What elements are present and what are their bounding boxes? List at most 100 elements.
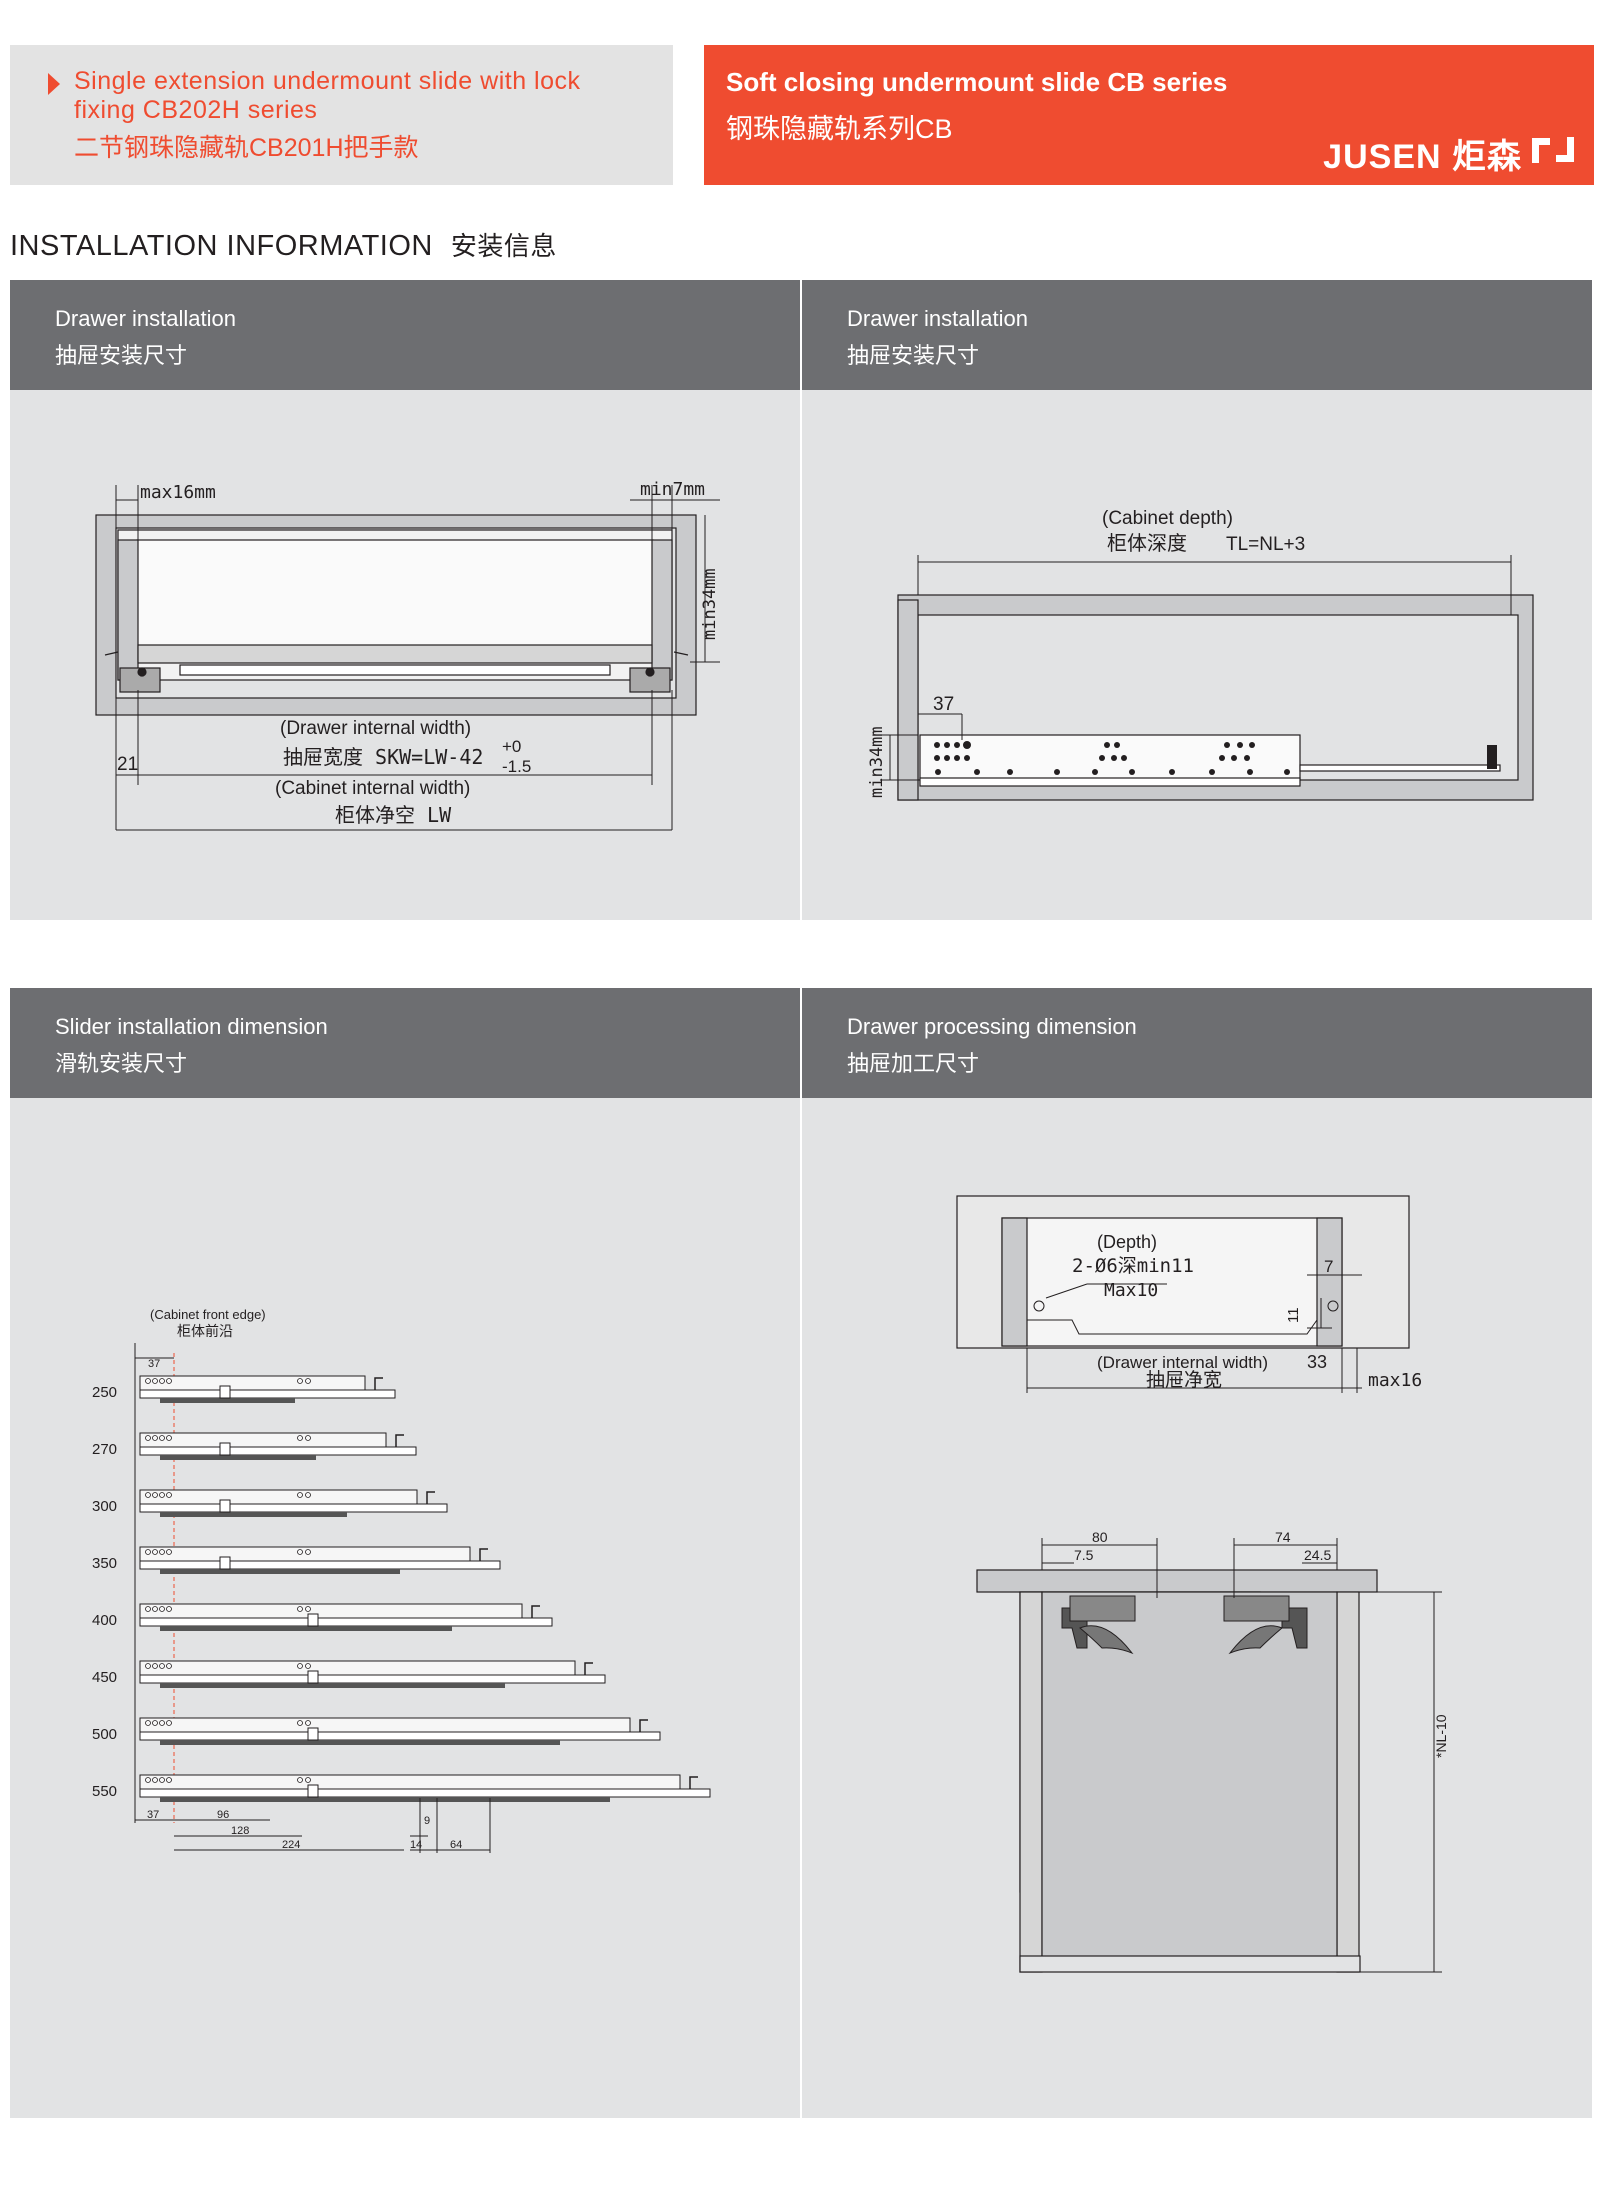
diagram-slider-lengths: (Cabinet front edge) 柜体前沿 37 25027030035… [92, 1307, 711, 1853]
slide-bottom-bar [160, 1455, 316, 1460]
slide-hole [145, 1549, 151, 1555]
slide-length-label: 400 [92, 1612, 117, 1629]
slide-hole [145, 1435, 151, 1441]
label-64: 64 [450, 1839, 462, 1851]
slide-hook [639, 1719, 648, 1732]
slide-bottom-bar [160, 1512, 347, 1517]
panel-title-en: Drawer installation [55, 306, 236, 331]
label-cabinet-internal-width-cn: 柜体净空 LW [335, 803, 452, 827]
slide-hole [159, 1606, 165, 1612]
slide-rail [139, 1389, 396, 1399]
panel-title-en: Drawer processing dimension [847, 1014, 1137, 1039]
slide-hook [689, 1776, 698, 1789]
slide-hole [297, 1549, 303, 1555]
slide-rail [139, 1446, 417, 1456]
slide-hole [145, 1492, 151, 1498]
label-nl-10: *NL-10 [1433, 1714, 1449, 1758]
slide-hole [145, 1777, 151, 1783]
label-9: 9 [424, 1815, 430, 1827]
slide-length-label: 550 [92, 1783, 117, 1800]
label-min34: min34mm [867, 726, 887, 798]
slide-hole [145, 1378, 151, 1384]
slide-rail [139, 1731, 661, 1741]
slide-body [139, 1774, 681, 1790]
slide-hole [145, 1663, 151, 1669]
label-11: 11 [1285, 1307, 1302, 1323]
slide-hole [305, 1435, 311, 1441]
label-tolerance-minus: -1.5 [502, 757, 531, 776]
slide-rail [139, 1503, 448, 1513]
slide-body [139, 1603, 523, 1619]
slide-body [139, 1432, 387, 1448]
slide-hole [166, 1435, 172, 1441]
slide-hole [159, 1378, 165, 1384]
section-title-cn: 安装信息 [450, 231, 557, 261]
label-front-edge-en: (Cabinet front edge) [150, 1307, 266, 1322]
label-drawer-internal-width-cn: 抽屉净宽 [1146, 1369, 1222, 1391]
label-37-bottom: 37 [147, 1809, 159, 1821]
slide-bottom-bar [160, 1797, 610, 1802]
slide-hole [159, 1720, 165, 1726]
series-title-cn: 二节钢珠隐藏轨CB201H把手款 [74, 134, 419, 162]
header-left-banner: Single extension undermount slide with l… [10, 45, 673, 185]
slide-hole [166, 1720, 172, 1726]
panel-title-en: Slider installation dimension [55, 1014, 328, 1039]
label-224: 224 [282, 1839, 300, 1851]
slide-hole [152, 1720, 158, 1726]
label-74: 74 [1275, 1529, 1291, 1545]
label-depth-en: (Depth) [1097, 1232, 1157, 1252]
slide-hole [166, 1606, 172, 1612]
slide-hole [305, 1606, 311, 1612]
slide-hole [159, 1492, 165, 1498]
diagram-drawer-processing: (Depth) 2-Ø6深min11 Max10 7 11 (Drawer in… [956, 1195, 1449, 1973]
slide-clip [307, 1613, 319, 1627]
label-80: 80 [1092, 1529, 1108, 1545]
slide-hole [152, 1549, 158, 1555]
slide-hook [374, 1377, 383, 1390]
slide-hole [305, 1663, 311, 1669]
label-21: 21 [117, 754, 138, 775]
slide-hole [145, 1720, 151, 1726]
header-right-banner: Soft closing undermount slide CB series … [704, 45, 1594, 185]
panel-header-1: Drawer installation 抽屉安装尺寸 [10, 280, 800, 390]
slide-length-label: 350 [92, 1555, 117, 1572]
panel-title-cn: 抽屉安装尺寸 [847, 343, 980, 368]
slide-clip [307, 1670, 319, 1684]
label-cabinet-depth-formula: TL=NL+3 [1226, 534, 1305, 555]
slide-hole [159, 1549, 165, 1555]
slide-clip [219, 1556, 231, 1570]
label-cabinet-depth-en: (Cabinet depth) [1102, 508, 1233, 529]
panel-title-en: Drawer installation [847, 306, 1028, 331]
slide-body [139, 1717, 631, 1733]
label-96: 96 [217, 1809, 229, 1821]
slide-hole [297, 1492, 303, 1498]
label-14: 14 [410, 1839, 422, 1851]
slide-body [139, 1375, 366, 1391]
label-37-top: 37 [148, 1358, 160, 1370]
slide-hole [305, 1720, 311, 1726]
slide-bottom-bar [160, 1626, 452, 1631]
section-title-en: INSTALLATION INFORMATION [10, 230, 433, 262]
slide-hole [297, 1777, 303, 1783]
slide-hole [166, 1492, 172, 1498]
label-max10: Max10 [1104, 1280, 1158, 1301]
slide-body [139, 1489, 418, 1505]
slide-hole [166, 1378, 172, 1384]
slide-hole [305, 1492, 311, 1498]
label-tolerance-plus: +0 [502, 737, 521, 756]
slide-hole [305, 1378, 311, 1384]
slide-rail [139, 1617, 553, 1627]
label-7-5: 7.5 [1074, 1547, 1094, 1563]
slide-clip [307, 1784, 319, 1798]
slide-hole [297, 1378, 303, 1384]
series-title-en: Single extension undermount slide with l… [74, 67, 581, 124]
slide-hole [159, 1663, 165, 1669]
triangle-bullet-icon [48, 73, 60, 95]
label-min34: min34mm [700, 568, 720, 640]
label-max16: max16mm [140, 482, 216, 503]
label-hole-spec: 2-Ø6深min11 [1072, 1255, 1194, 1277]
slide-hole [297, 1606, 303, 1612]
label-cabinet-internal-width-en: (Cabinet internal width) [275, 778, 470, 799]
panel-title-cn: 抽屉加工尺寸 [847, 1051, 980, 1076]
